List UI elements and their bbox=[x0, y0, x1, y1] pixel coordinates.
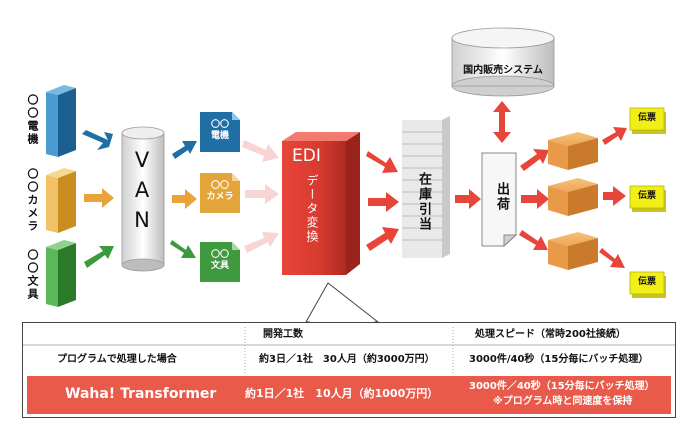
slip-3-label: 伝票 bbox=[637, 277, 656, 287]
arrow-edi-inv-2 bbox=[368, 192, 399, 212]
inventory-label: 在庫引当 bbox=[416, 172, 431, 232]
doc-camera-line2: カメラ bbox=[206, 192, 234, 202]
doc-bungu bbox=[200, 242, 240, 282]
doc-denki-line2: 電機 bbox=[210, 131, 229, 141]
slip-3 bbox=[629, 271, 666, 298]
source-stack-denki bbox=[46, 85, 76, 157]
edi-title: EDI bbox=[292, 146, 321, 166]
source-stack-bungu bbox=[46, 240, 76, 307]
edi-subtitle: データ変換 bbox=[305, 174, 319, 244]
edi-box bbox=[282, 132, 360, 275]
box-2 bbox=[548, 178, 598, 216]
arrow-source-van-2 bbox=[84, 188, 114, 208]
arrow-doc-edi-1 bbox=[242, 140, 279, 162]
arrow-van-doc-3 bbox=[170, 240, 196, 258]
table-header-effort: 開発工数 bbox=[263, 329, 303, 340]
arrow-db-shipping bbox=[493, 101, 511, 143]
arrow-ship-box-1 bbox=[520, 149, 549, 171]
box-3 bbox=[548, 232, 598, 270]
slip-1-label: 伝票 bbox=[637, 113, 656, 123]
arrow-ship-box-3 bbox=[519, 230, 548, 250]
row1-speed: 3000件/40秒（15分毎にバッチ処理） bbox=[469, 354, 649, 365]
table-lines bbox=[23, 327, 675, 373]
doc-denki bbox=[200, 112, 240, 152]
arrow-doc-edi-2 bbox=[245, 184, 279, 204]
arrow-box-slip-1 bbox=[602, 127, 627, 145]
row1-label: プログラムで処理した場合 bbox=[57, 354, 177, 365]
row2-label: Waha! Transformer bbox=[65, 386, 217, 402]
doc-bungu-line2: 文具 bbox=[210, 261, 229, 271]
inventory-stack bbox=[402, 116, 450, 258]
arrow-ship-box-2 bbox=[521, 189, 549, 209]
doc-bungu-label: 〇〇 文具 bbox=[200, 250, 240, 272]
slip-2 bbox=[629, 185, 666, 212]
arrow-doc-edi-3 bbox=[244, 232, 279, 253]
slip-1 bbox=[629, 107, 666, 134]
callout-pointer bbox=[305, 282, 380, 323]
arrow-source-van-3 bbox=[84, 246, 114, 268]
arrow-van-doc-1 bbox=[172, 141, 197, 159]
row2-speed: 3000件／40秒（15分毎にバッチ処理） bbox=[469, 381, 655, 392]
doc-camera-label: 〇〇 カメラ bbox=[200, 181, 240, 203]
shipping-label: 出荷 bbox=[494, 182, 509, 212]
doc-camera bbox=[200, 173, 240, 213]
row1-effort: 約3日／1社 30人月（約3000万円） bbox=[259, 354, 435, 365]
van-label: VAN bbox=[130, 148, 154, 238]
arrow-edi-inv-3 bbox=[366, 227, 399, 251]
arrow-inv-ship bbox=[455, 189, 481, 209]
doc-denki-label: 〇〇 電機 bbox=[200, 120, 240, 142]
van-cylinder bbox=[121, 126, 165, 272]
source-label-denki: 〇〇電機 bbox=[26, 94, 39, 146]
slip-2-label: 伝票 bbox=[637, 191, 656, 201]
db-label: 国内販売システム bbox=[463, 65, 543, 76]
arrow-box-slip-3 bbox=[599, 248, 625, 268]
comparison-table: 開発工数 処理スピード（常時200社接続） プログラムで処理した場合 約3日／1… bbox=[22, 322, 676, 418]
source-label-bungu: 〇〇文具 bbox=[26, 249, 39, 301]
arrow-source-van-1 bbox=[82, 130, 113, 150]
arrow-edi-inv-1 bbox=[366, 151, 398, 173]
row2-note: ※プログラム時と同速度を保持 bbox=[493, 396, 633, 407]
source-stack-camera bbox=[46, 168, 76, 233]
doc-bungu-line1: 〇〇 bbox=[210, 250, 229, 260]
row2-effort: 約1日／1社 10人月（約1000万円） bbox=[245, 387, 439, 400]
shipping-doc bbox=[481, 152, 518, 248]
row2-highlight bbox=[27, 376, 671, 414]
box-1 bbox=[548, 132, 598, 170]
table-header-speed: 処理スピード（常時200社接続） bbox=[475, 329, 626, 340]
doc-camera-line1: 〇〇 bbox=[210, 181, 229, 191]
source-label-camera: 〇〇カメラ bbox=[26, 168, 39, 233]
arrow-box-slip-2 bbox=[603, 186, 626, 206]
doc-denki-line1: 〇〇 bbox=[210, 120, 229, 130]
db-cylinder bbox=[451, 27, 555, 97]
arrow-van-doc-2 bbox=[172, 189, 197, 209]
